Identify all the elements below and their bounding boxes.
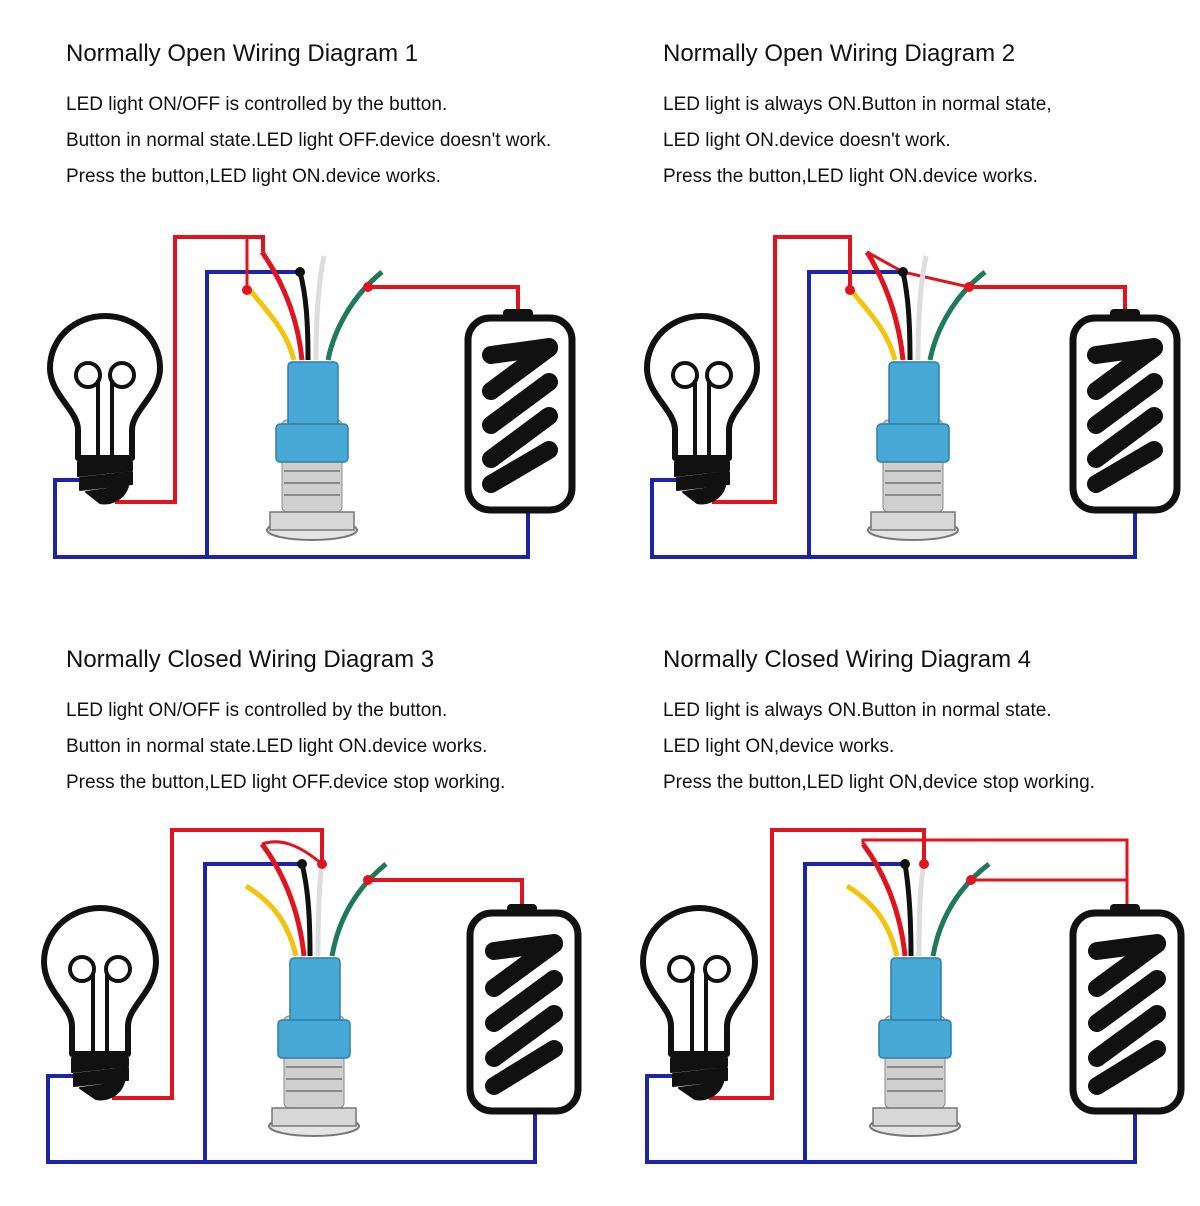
junction-dot [898,267,908,277]
red-lead [860,842,908,957]
description-line-2: LED light ON,device works. [663,736,895,757]
wiring-panel-1: Normally Open Wiring Diagram 1 LED light… [0,0,600,600]
white-lead [315,863,325,957]
light-bulb-icon [47,313,163,505]
wiring-diagram [41,828,582,1164]
red-wire-led [712,235,852,504]
white-lead [916,863,927,957]
description-line-1: LED light is always ON.Button in normal … [663,700,1052,721]
push-button-switch-icon [867,361,959,541]
blue-wire-circuit [650,478,1137,559]
wiring-panel-2: Normally Open Wiring Diagram 2 LED light… [597,0,1197,600]
black-lead [297,271,311,361]
battery-icon [1069,309,1181,514]
wiring-diagram [644,235,1181,559]
description-line-1: LED light is always ON.Button in normal … [663,94,1052,115]
light-bulb-icon [640,905,758,1101]
panel-title: Normally Open Wiring Diagram 1 [66,40,419,67]
push-button-switch-icon [266,361,358,541]
junction-dot [919,859,929,869]
junction-dot [845,285,855,295]
yellow-lead [244,883,299,957]
green-lead [927,270,987,361]
red-wire-led [112,828,324,1100]
red-wire-battery [368,285,520,310]
red-lead [259,842,307,957]
blue-wire-circuit [53,478,530,559]
description-line-1: LED light ON/OFF is controlled by the bu… [66,700,448,721]
description-line-2: Button in normal state.LED light OFF.dev… [66,130,552,151]
green-lead [325,270,384,361]
red-wire-loop [861,838,1129,906]
junction-dot [363,282,373,292]
green-lead [930,862,991,957]
description-line-2: Button in normal state.LED light ON.devi… [66,736,488,757]
black-lead [900,271,913,361]
black-lead [299,863,313,957]
wiring-panel-4: Normally Closed Wiring Diagram 4 LED lig… [597,606,1197,1206]
description-line-3: Press the button,LED light OFF.device st… [66,772,506,793]
light-bulb-icon [41,905,159,1101]
wiring-diagram [640,828,1185,1164]
junction-dot [964,282,974,292]
green-lead [329,862,388,957]
description-line-2: LED light ON.device doesn't work. [663,130,951,151]
junction-dot [363,875,373,885]
junction-dot [242,285,252,295]
battery-icon [464,309,576,514]
blue-wire-to-switch [807,270,903,557]
light-bulb-icon [644,313,760,505]
red-wire-battery [368,878,524,906]
junction-dot [900,859,910,869]
panel-title: Normally Closed Wiring Diagram 3 [66,646,435,673]
description-line-3: Press the button,LED light ON.device wor… [66,166,441,187]
description-line-3: Press the button,LED light ON,device sto… [663,772,1095,793]
battery-icon [1069,904,1185,1115]
white-lead [313,255,327,361]
junction-dot [295,267,305,277]
wiring-diagram [47,235,576,559]
junction-dot [317,859,327,869]
yellow-lead [849,288,898,361]
red-wire-loop [261,840,323,866]
yellow-lead [845,883,900,957]
push-button-switch-icon [869,957,961,1137]
blue-wire-circuit [645,1074,1137,1164]
junction-dot [297,859,307,869]
battery-icon [466,904,582,1115]
red-wire-battery [969,285,1127,310]
yellow-lead [248,288,297,361]
push-button-switch-icon [268,957,360,1137]
panel-title: Normally Open Wiring Diagram 2 [663,40,1016,67]
black-lead [902,863,914,957]
panel-title: Normally Closed Wiring Diagram 4 [663,646,1032,673]
description-line-3: Press the button,LED light ON.device wor… [663,166,1038,187]
red-lead [864,250,906,361]
junction-dot [966,875,976,885]
description-line-1: LED light ON/OFF is controlled by the bu… [66,94,448,115]
red-wire-led [115,235,265,504]
red-lead [259,250,305,361]
blue-wire-circuit [46,1074,537,1164]
blue-wire-to-switch [203,862,302,1162]
white-lead [915,255,929,361]
blue-wire-to-switch [803,862,905,1162]
wiring-panel-3: Normally Closed Wiring Diagram 3 LED lig… [0,606,600,1206]
blue-wire-to-switch [205,270,300,557]
